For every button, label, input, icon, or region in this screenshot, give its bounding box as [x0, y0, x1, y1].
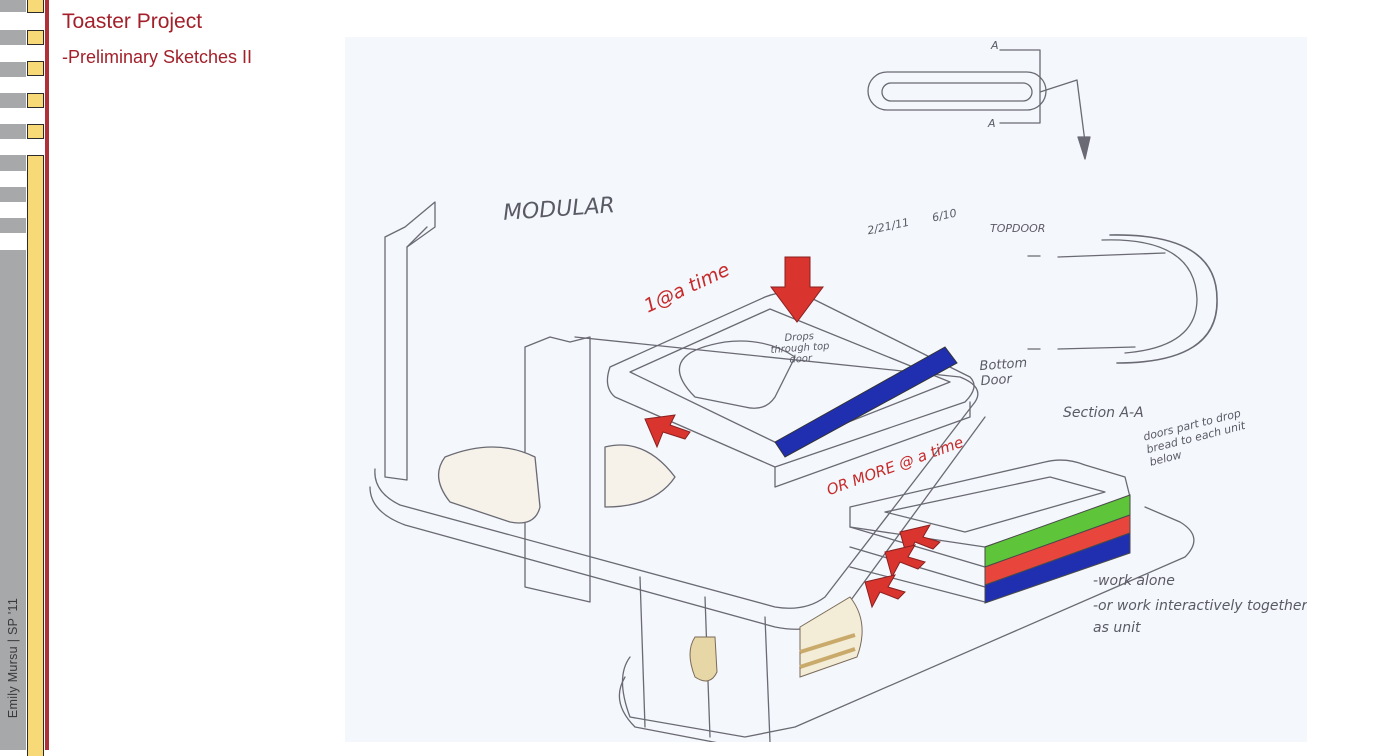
sketch-image: MODULAR 2/21/11 6/10 1@a time Drops thro… — [345, 37, 1307, 742]
rail-gray-panel — [0, 250, 26, 750]
rail-stripe — [0, 62, 26, 77]
rail-yellow-square — [27, 124, 44, 139]
section-marker-bottom: A — [988, 117, 996, 130]
author-credit: Emily Mursu | SP '11 — [6, 597, 20, 719]
decorative-side-rail: Emily Mursu | SP '11 — [0, 0, 50, 756]
rail-stripe — [0, 0, 26, 12]
rail-yellow-bar — [27, 155, 44, 756]
annotation-work-together: -or work interactively together as unit — [1093, 598, 1307, 636]
section-marker-top: A — [991, 39, 999, 52]
rail-stripe — [0, 124, 26, 139]
rail-stripe — [0, 93, 26, 108]
annotation-bottom-door: Bottom Door — [979, 355, 1028, 390]
rail-stripe — [0, 187, 26, 202]
annotation-work-alone: -work alone — [1093, 573, 1175, 589]
rail-yellow-square — [27, 30, 44, 45]
annotation-section-a-a: Section A-A — [1063, 405, 1144, 421]
rail-yellow-square — [27, 61, 44, 76]
rail-yellow-square — [27, 0, 44, 13]
annotation-top-door: TOPDOOR — [990, 222, 1046, 235]
rail-stripe — [0, 155, 26, 171]
toaster-sketch-drawing — [369, 49, 1218, 742]
rail-stripe — [0, 30, 26, 45]
rail-yellow-square — [27, 93, 44, 108]
rail-red-line — [45, 0, 49, 750]
page-title: Toaster Project — [62, 10, 203, 33]
annotation-drops-through: Drops through top door — [770, 331, 830, 366]
page-subtitle: -Preliminary Sketches II — [62, 47, 253, 67]
rail-stripe — [0, 218, 26, 233]
